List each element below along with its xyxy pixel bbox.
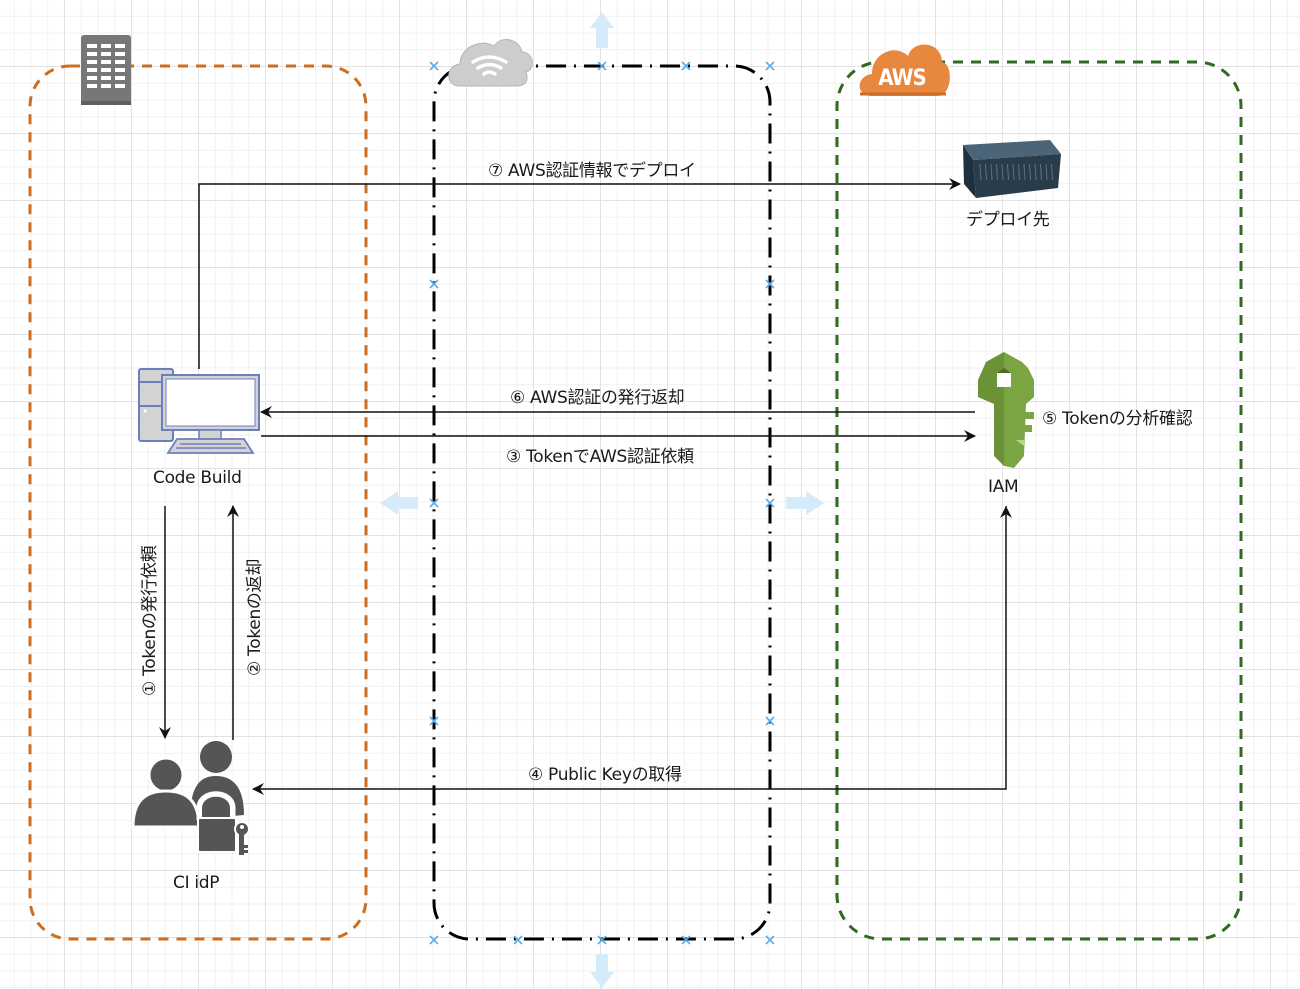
edge-label-7: ⑦ AWS認証情報でデプロイ	[488, 161, 696, 181]
node-label-ci-idp: CI idP	[173, 873, 220, 893]
selection-handle-icon[interactable]	[429, 61, 439, 71]
building-window	[87, 60, 97, 64]
server-slot	[1034, 163, 1037, 181]
node-label-iam: IAM	[988, 477, 1019, 497]
arrow-right-hint-icon[interactable]	[786, 491, 824, 515]
selection-handle-icon[interactable]	[429, 935, 439, 945]
internet-cloud-icon	[448, 38, 533, 87]
edge-label-4: ④ Public Keyの取得	[528, 765, 682, 785]
server-slot	[1051, 163, 1053, 181]
arrow-left-hint-icon[interactable]	[380, 491, 418, 515]
building-window	[101, 68, 111, 72]
selection-handle-icon[interactable]	[765, 935, 775, 945]
server-slot	[1018, 163, 1020, 181]
building-window	[115, 68, 125, 72]
selection-handle-icon[interactable]	[765, 279, 775, 289]
building-window	[101, 60, 111, 64]
selection-handle-icon[interactable]	[513, 935, 523, 945]
zone-on-premise[interactable]	[28, 64, 368, 941]
building-window	[87, 52, 97, 56]
edge-label-6: ⑥ AWS認証の発行返却	[510, 388, 685, 408]
server-slot	[1012, 163, 1015, 181]
arrow-down-hint-icon[interactable]	[590, 954, 614, 988]
edge-label-3: ③ TokenでAWS認証依頼	[506, 447, 694, 467]
selection-handle-icon[interactable]	[429, 498, 439, 508]
edge-label-1: ① Tokenの発行依頼	[140, 545, 160, 696]
node-label-code-build: Code Build	[153, 468, 242, 488]
building-window	[101, 84, 111, 88]
server-slot	[1023, 163, 1026, 181]
building-window	[115, 52, 125, 56]
building-window	[101, 52, 111, 56]
server-slot	[1001, 163, 1004, 181]
edge-4-public-key[interactable]	[252, 506, 1007, 795]
zone-aws[interactable]	[835, 60, 1243, 941]
aws-cloud-text: AWS	[878, 66, 925, 91]
node-label-deploy-target: デプロイ先	[966, 210, 1050, 230]
server-slot	[1040, 163, 1042, 181]
edge-label-2: ② Tokenの返却	[245, 558, 265, 676]
server-icon	[963, 140, 1061, 198]
selection-handles[interactable]	[429, 61, 775, 945]
server-slot	[1045, 163, 1048, 181]
connection-arrows[interactable]	[380, 12, 824, 988]
server-slot	[1007, 163, 1009, 181]
building-window	[115, 60, 125, 64]
server-slot	[985, 163, 987, 181]
building-window	[115, 84, 125, 88]
selection-handle-icon[interactable]	[765, 716, 775, 726]
selection-handle-icon[interactable]	[681, 935, 691, 945]
server-slot	[1029, 163, 1031, 181]
building-window	[101, 44, 111, 48]
server-slot	[979, 163, 982, 181]
edge-label-5: ⑤ Tokenの分析確認	[1042, 409, 1193, 429]
building-window	[87, 68, 97, 72]
selection-handle-icon[interactable]	[429, 279, 439, 289]
users-lock-icon	[131, 741, 250, 855]
server-slot	[990, 163, 993, 181]
building-window	[87, 76, 97, 80]
server-slot	[996, 163, 998, 181]
building-window	[115, 76, 125, 80]
aws-cloud-icon: AWS	[859, 44, 950, 96]
desktop-computer-icon	[138, 368, 260, 454]
selection-handle-icon[interactable]	[597, 935, 607, 945]
arrow-up-hint-icon[interactable]	[590, 12, 614, 48]
edges	[159, 178, 1007, 795]
office-building-icon	[81, 35, 131, 105]
iam-key-icon	[978, 352, 1034, 468]
building-window	[87, 84, 97, 88]
edge-7-deploy[interactable]	[198, 178, 961, 369]
selection-handle-icon[interactable]	[765, 61, 775, 71]
building-window	[101, 76, 111, 80]
selection-handle-icon[interactable]	[429, 716, 439, 726]
building-window	[115, 44, 125, 48]
building-window	[87, 44, 97, 48]
selection-handle-icon[interactable]	[765, 498, 775, 508]
selection-handle-icon[interactable]	[597, 61, 607, 71]
iam-up-arrowhead-icon	[1000, 506, 1012, 518]
zone-internet[interactable]	[432, 64, 772, 941]
selection-handle-icon[interactable]	[681, 61, 691, 71]
